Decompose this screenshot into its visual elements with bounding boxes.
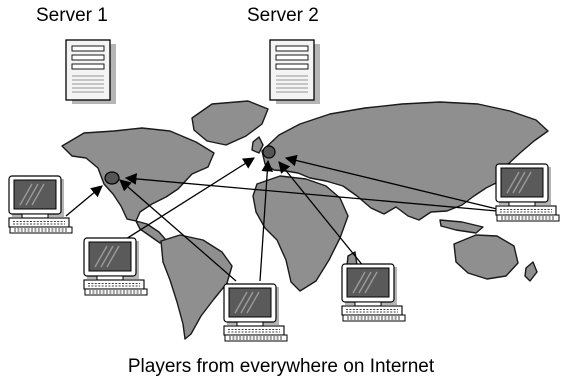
diagram-caption: Players from everywhere on Internet	[127, 356, 435, 377]
server1-tower-icon	[65, 39, 116, 104]
player-computer-right-icon	[495, 163, 560, 222]
north-america-shape	[61, 127, 215, 222]
eurasia-shape	[261, 101, 549, 221]
server2-label: Server 2	[247, 5, 319, 26]
central-america-shape	[135, 220, 167, 244]
indonesia-shape	[439, 219, 484, 234]
africa-shape	[252, 175, 349, 292]
server1-location-node	[104, 171, 120, 185]
arrow-pc-bottom-to-server1	[119, 179, 237, 282]
server1-label: Server 1	[36, 5, 108, 26]
arrow-pc-midleft-to-server2	[117, 157, 255, 245]
player-computer-midleft-icon	[83, 237, 148, 296]
server2-location-node	[262, 145, 276, 159]
australia-shape	[453, 234, 519, 280]
player-computer-left-icon	[8, 175, 73, 234]
arrow-pc-left-to-server1	[65, 185, 103, 217]
uk-shape	[251, 136, 264, 154]
south-america-shape	[160, 234, 233, 340]
arrow-pc-bottom-to-server2	[259, 159, 274, 282]
greenland-shape	[191, 100, 269, 146]
world-map-icon	[61, 100, 549, 340]
arrow-pc-right-to-server2	[284, 154, 498, 210]
new-zealand-shape	[524, 261, 538, 282]
player-computer-bottomright-icon	[341, 263, 406, 322]
server2-tower-icon	[269, 39, 320, 104]
player-computer-bottom-icon	[223, 283, 288, 342]
arrow-pc-bottomright-to-server2	[278, 161, 365, 268]
arrow-pc-right-to-server1	[124, 173, 498, 212]
